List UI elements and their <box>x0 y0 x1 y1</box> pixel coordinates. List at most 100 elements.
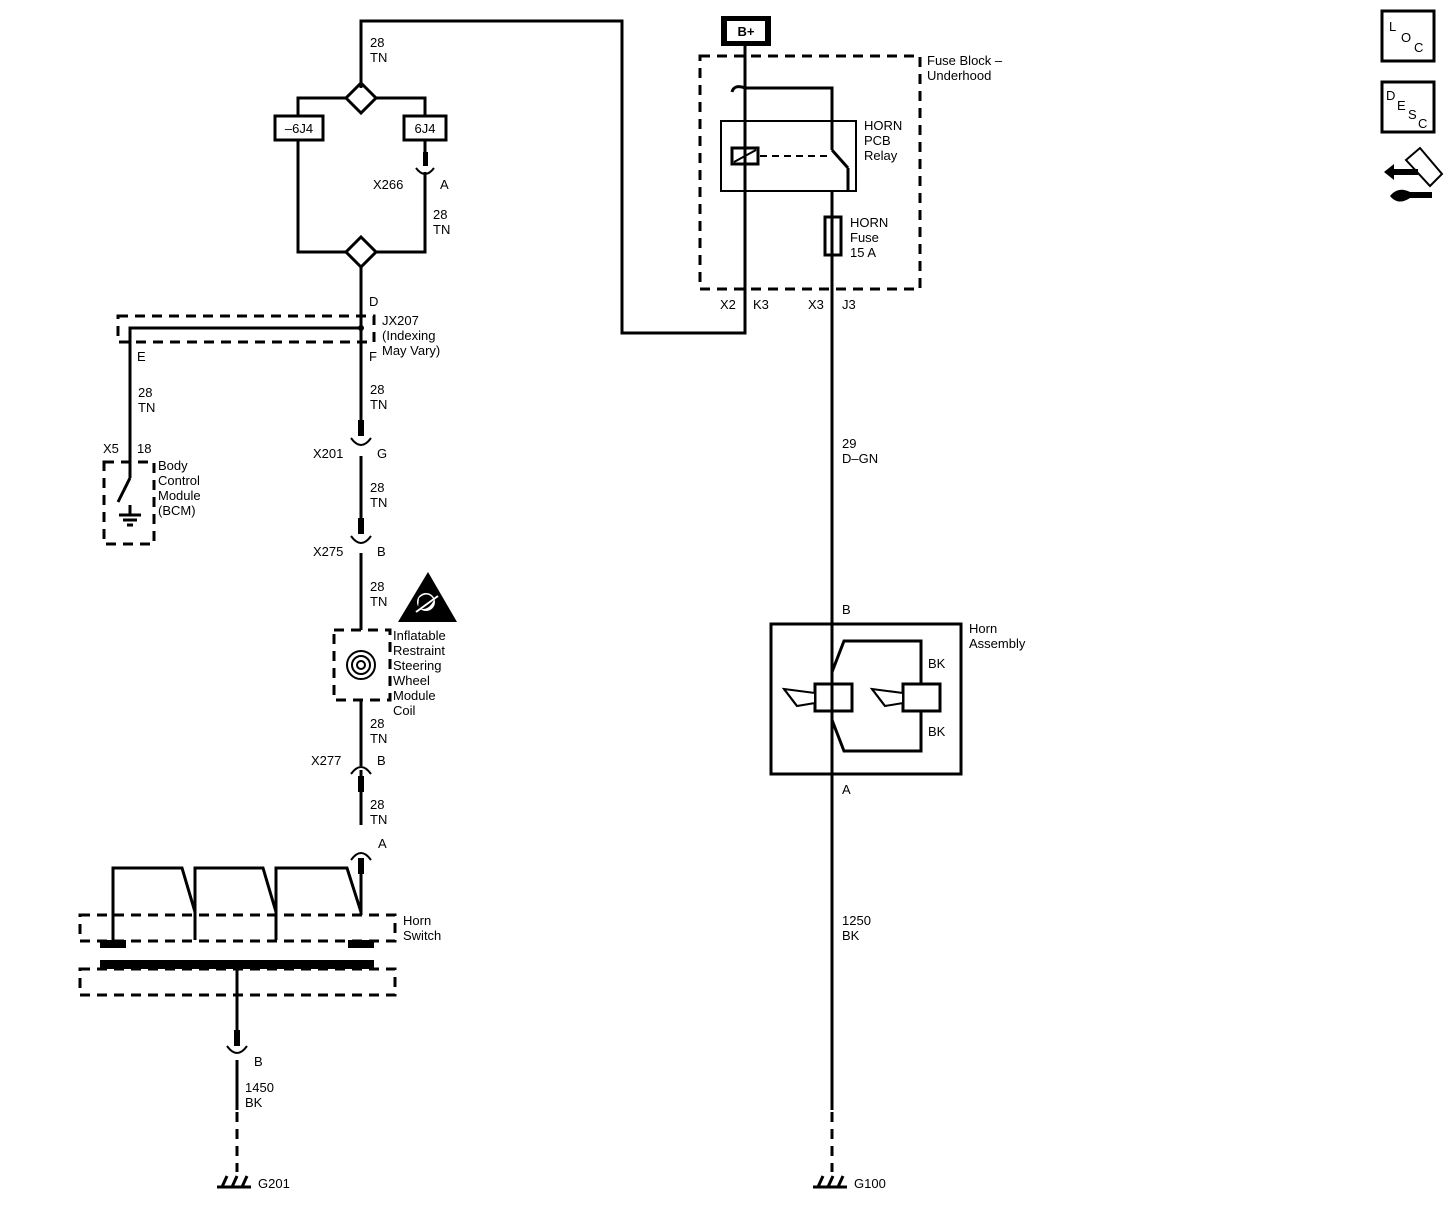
svg-text:A: A <box>378 836 387 851</box>
connector-x275: X275 B <box>313 518 386 559</box>
svg-text:X266: X266 <box>373 177 403 192</box>
connector-x201: X201 G <box>313 420 387 461</box>
svg-text:(BCM): (BCM) <box>158 503 196 518</box>
svg-text:28: 28 <box>433 207 447 222</box>
svg-text:TN: TN <box>370 731 387 746</box>
svg-text:D–GN: D–GN <box>842 451 878 466</box>
svg-text:(Indexing: (Indexing <box>382 328 435 343</box>
wire-label: 28 TN <box>370 797 387 827</box>
splice-diamond-top <box>343 80 379 116</box>
svg-text:Underhood: Underhood <box>927 68 991 83</box>
svg-text:Inflatable: Inflatable <box>393 628 446 643</box>
svg-text:BK: BK <box>842 928 860 943</box>
svg-text:Control: Control <box>158 473 200 488</box>
svg-text:1250: 1250 <box>842 913 871 928</box>
connector-horn-switch-a: A <box>350 836 387 874</box>
svg-text:Horn: Horn <box>403 913 431 928</box>
svg-text:X275: X275 <box>313 544 343 559</box>
svg-text:28: 28 <box>370 797 384 812</box>
wire-label: 28 TN <box>138 385 155 415</box>
steering-wheel-coil: Inflatable Restraint Steering Wheel Modu… <box>332 628 446 718</box>
svg-text:TN: TN <box>370 594 387 609</box>
svg-text:HORN: HORN <box>850 215 888 230</box>
svg-text:K3: K3 <box>753 297 769 312</box>
svg-text:28: 28 <box>370 579 384 594</box>
svg-text:28: 28 <box>138 385 152 400</box>
splice-dot <box>358 325 364 331</box>
svg-text:B: B <box>377 544 386 559</box>
svg-text:B: B <box>377 753 386 768</box>
svg-text:L: L <box>1389 19 1396 34</box>
svg-text:6J4: 6J4 <box>415 121 436 136</box>
svg-text:B+: B+ <box>738 24 755 39</box>
ground-g100: G100 <box>813 1175 886 1191</box>
svg-text:X277: X277 <box>311 753 341 768</box>
svg-text:Module: Module <box>393 688 436 703</box>
svg-text:D: D <box>369 294 378 309</box>
svg-text:BK: BK <box>245 1095 263 1110</box>
svg-text:TN: TN <box>370 50 387 65</box>
svg-text:F: F <box>369 349 377 364</box>
svg-text:G100: G100 <box>854 1176 886 1191</box>
svg-text:Fuse Block –: Fuse Block – <box>927 53 1003 68</box>
svg-text:Horn: Horn <box>969 621 997 636</box>
svg-text:TN: TN <box>138 400 155 415</box>
svg-text:B: B <box>254 1054 263 1069</box>
svg-text:28: 28 <box>370 716 384 731</box>
connector-x266: X266 A <box>373 152 449 192</box>
svg-text:J3: J3 <box>842 297 856 312</box>
connector-ground-b: B <box>226 1030 263 1069</box>
svg-text:Restraint: Restraint <box>393 643 445 658</box>
wire-label: 28 TN <box>370 716 387 746</box>
wire-label: 29 D–GN <box>842 436 878 466</box>
svg-text:Module: Module <box>158 488 201 503</box>
svg-text:Coil: Coil <box>393 703 416 718</box>
connector-tool-icon[interactable] <box>1384 146 1444 202</box>
svg-text:Switch: Switch <box>403 928 441 943</box>
svg-text:15 A: 15 A <box>850 245 876 260</box>
svg-text:B: B <box>842 602 851 617</box>
svg-text:G: G <box>377 446 387 461</box>
svg-text:–6J4: –6J4 <box>285 121 313 136</box>
svg-text:Steering: Steering <box>393 658 441 673</box>
svg-text:28: 28 <box>370 480 384 495</box>
horn-assembly: B A Horn Assembly BK BK <box>769 602 1026 797</box>
description-icon[interactable]: D E S C <box>1380 80 1436 134</box>
svg-text:29: 29 <box>842 436 856 451</box>
fuse-block-underhood: Fuse Block – Underhood HORN PCB Relay HO… <box>698 53 1003 333</box>
svg-text:X3: X3 <box>808 297 824 312</box>
svg-text:PCB: PCB <box>864 133 891 148</box>
horn-switch: Horn Switch <box>78 866 441 997</box>
svg-text:C: C <box>1418 116 1427 131</box>
ground-g201: G201 <box>217 1175 290 1191</box>
svg-text:TN: TN <box>370 812 387 827</box>
wire-label: 1250 BK <box>842 913 871 943</box>
svg-text:28: 28 <box>370 382 384 397</box>
svg-text:May Vary): May Vary) <box>382 343 440 358</box>
svg-text:E: E <box>1397 98 1406 113</box>
svg-text:E: E <box>137 349 146 364</box>
splice-pack-jx207: D JX207 (Indexing May Vary) F E <box>116 294 440 364</box>
inline-box-6j4: 6J4 <box>402 114 448 142</box>
svg-text:28: 28 <box>370 35 384 50</box>
wire-label: 28 TN <box>433 207 450 237</box>
svg-text:G201: G201 <box>258 1176 290 1191</box>
svg-text:TN: TN <box>370 397 387 412</box>
svg-text:X5: X5 <box>103 441 119 456</box>
wire-label: 28 TN <box>370 579 387 609</box>
svg-text:S: S <box>1408 107 1417 122</box>
connector-x277: X277 B <box>311 753 386 792</box>
svg-text:X201: X201 <box>313 446 343 461</box>
wire-label: 28 TN <box>370 480 387 510</box>
svg-text:X2: X2 <box>720 297 736 312</box>
airbag-warning-icon <box>398 572 457 622</box>
svg-text:1450: 1450 <box>245 1080 274 1095</box>
svg-text:A: A <box>440 177 449 192</box>
svg-text:D: D <box>1386 88 1395 103</box>
location-icon[interactable]: L O C <box>1380 9 1436 63</box>
wire-label: 1450 BK <box>245 1080 274 1110</box>
wire-label: 28 TN <box>370 382 387 412</box>
svg-text:Body: Body <box>158 458 188 473</box>
svg-text:O: O <box>1401 30 1411 45</box>
body-control-module: X5 18 Body Control Module (BCM) <box>102 441 201 546</box>
